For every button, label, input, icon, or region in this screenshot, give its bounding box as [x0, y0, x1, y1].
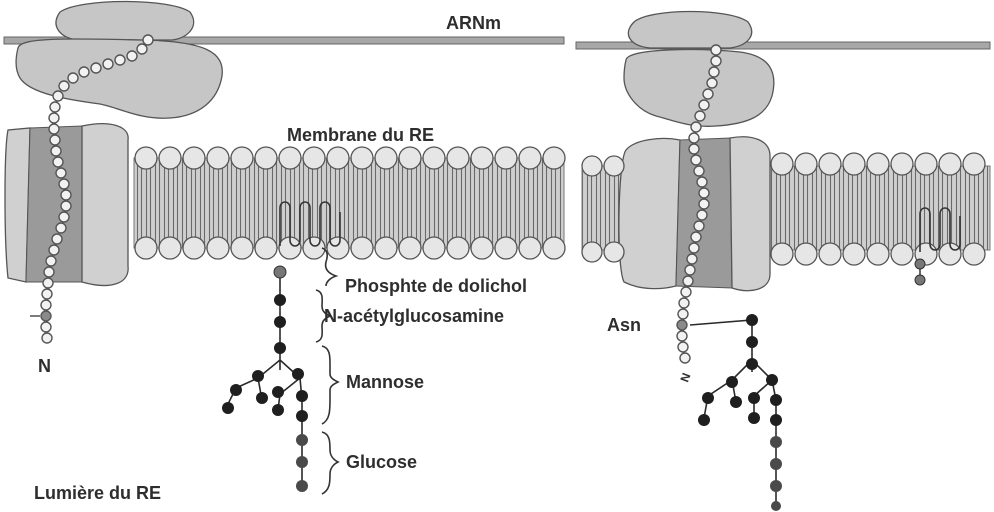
label-lumen: Lumière du RE — [34, 483, 161, 503]
lipid-bilayer-left — [134, 158, 564, 248]
label-dolichol: Phosphte de dolichol — [345, 276, 527, 296]
oligosaccharide-right — [690, 314, 782, 511]
label-braces — [316, 248, 338, 494]
label-n-terminus-right: N — [677, 371, 693, 384]
label-glcnac: N-acétylglucosamine — [324, 306, 504, 326]
label-glucose: Glucose — [346, 452, 417, 472]
oligosaccharide-left — [222, 266, 308, 492]
label-n-terminus-left: N — [38, 356, 51, 376]
ribosome-right — [624, 12, 774, 127]
label-mrna: ARNm — [446, 13, 501, 33]
lipid-bilayer-right-b — [770, 166, 990, 250]
label-membrane: Membrane du RE — [287, 125, 434, 145]
label-mannose: Mannose — [346, 372, 424, 392]
dolichol-phosphate-right — [915, 259, 925, 285]
label-asn: Asn — [607, 315, 641, 335]
